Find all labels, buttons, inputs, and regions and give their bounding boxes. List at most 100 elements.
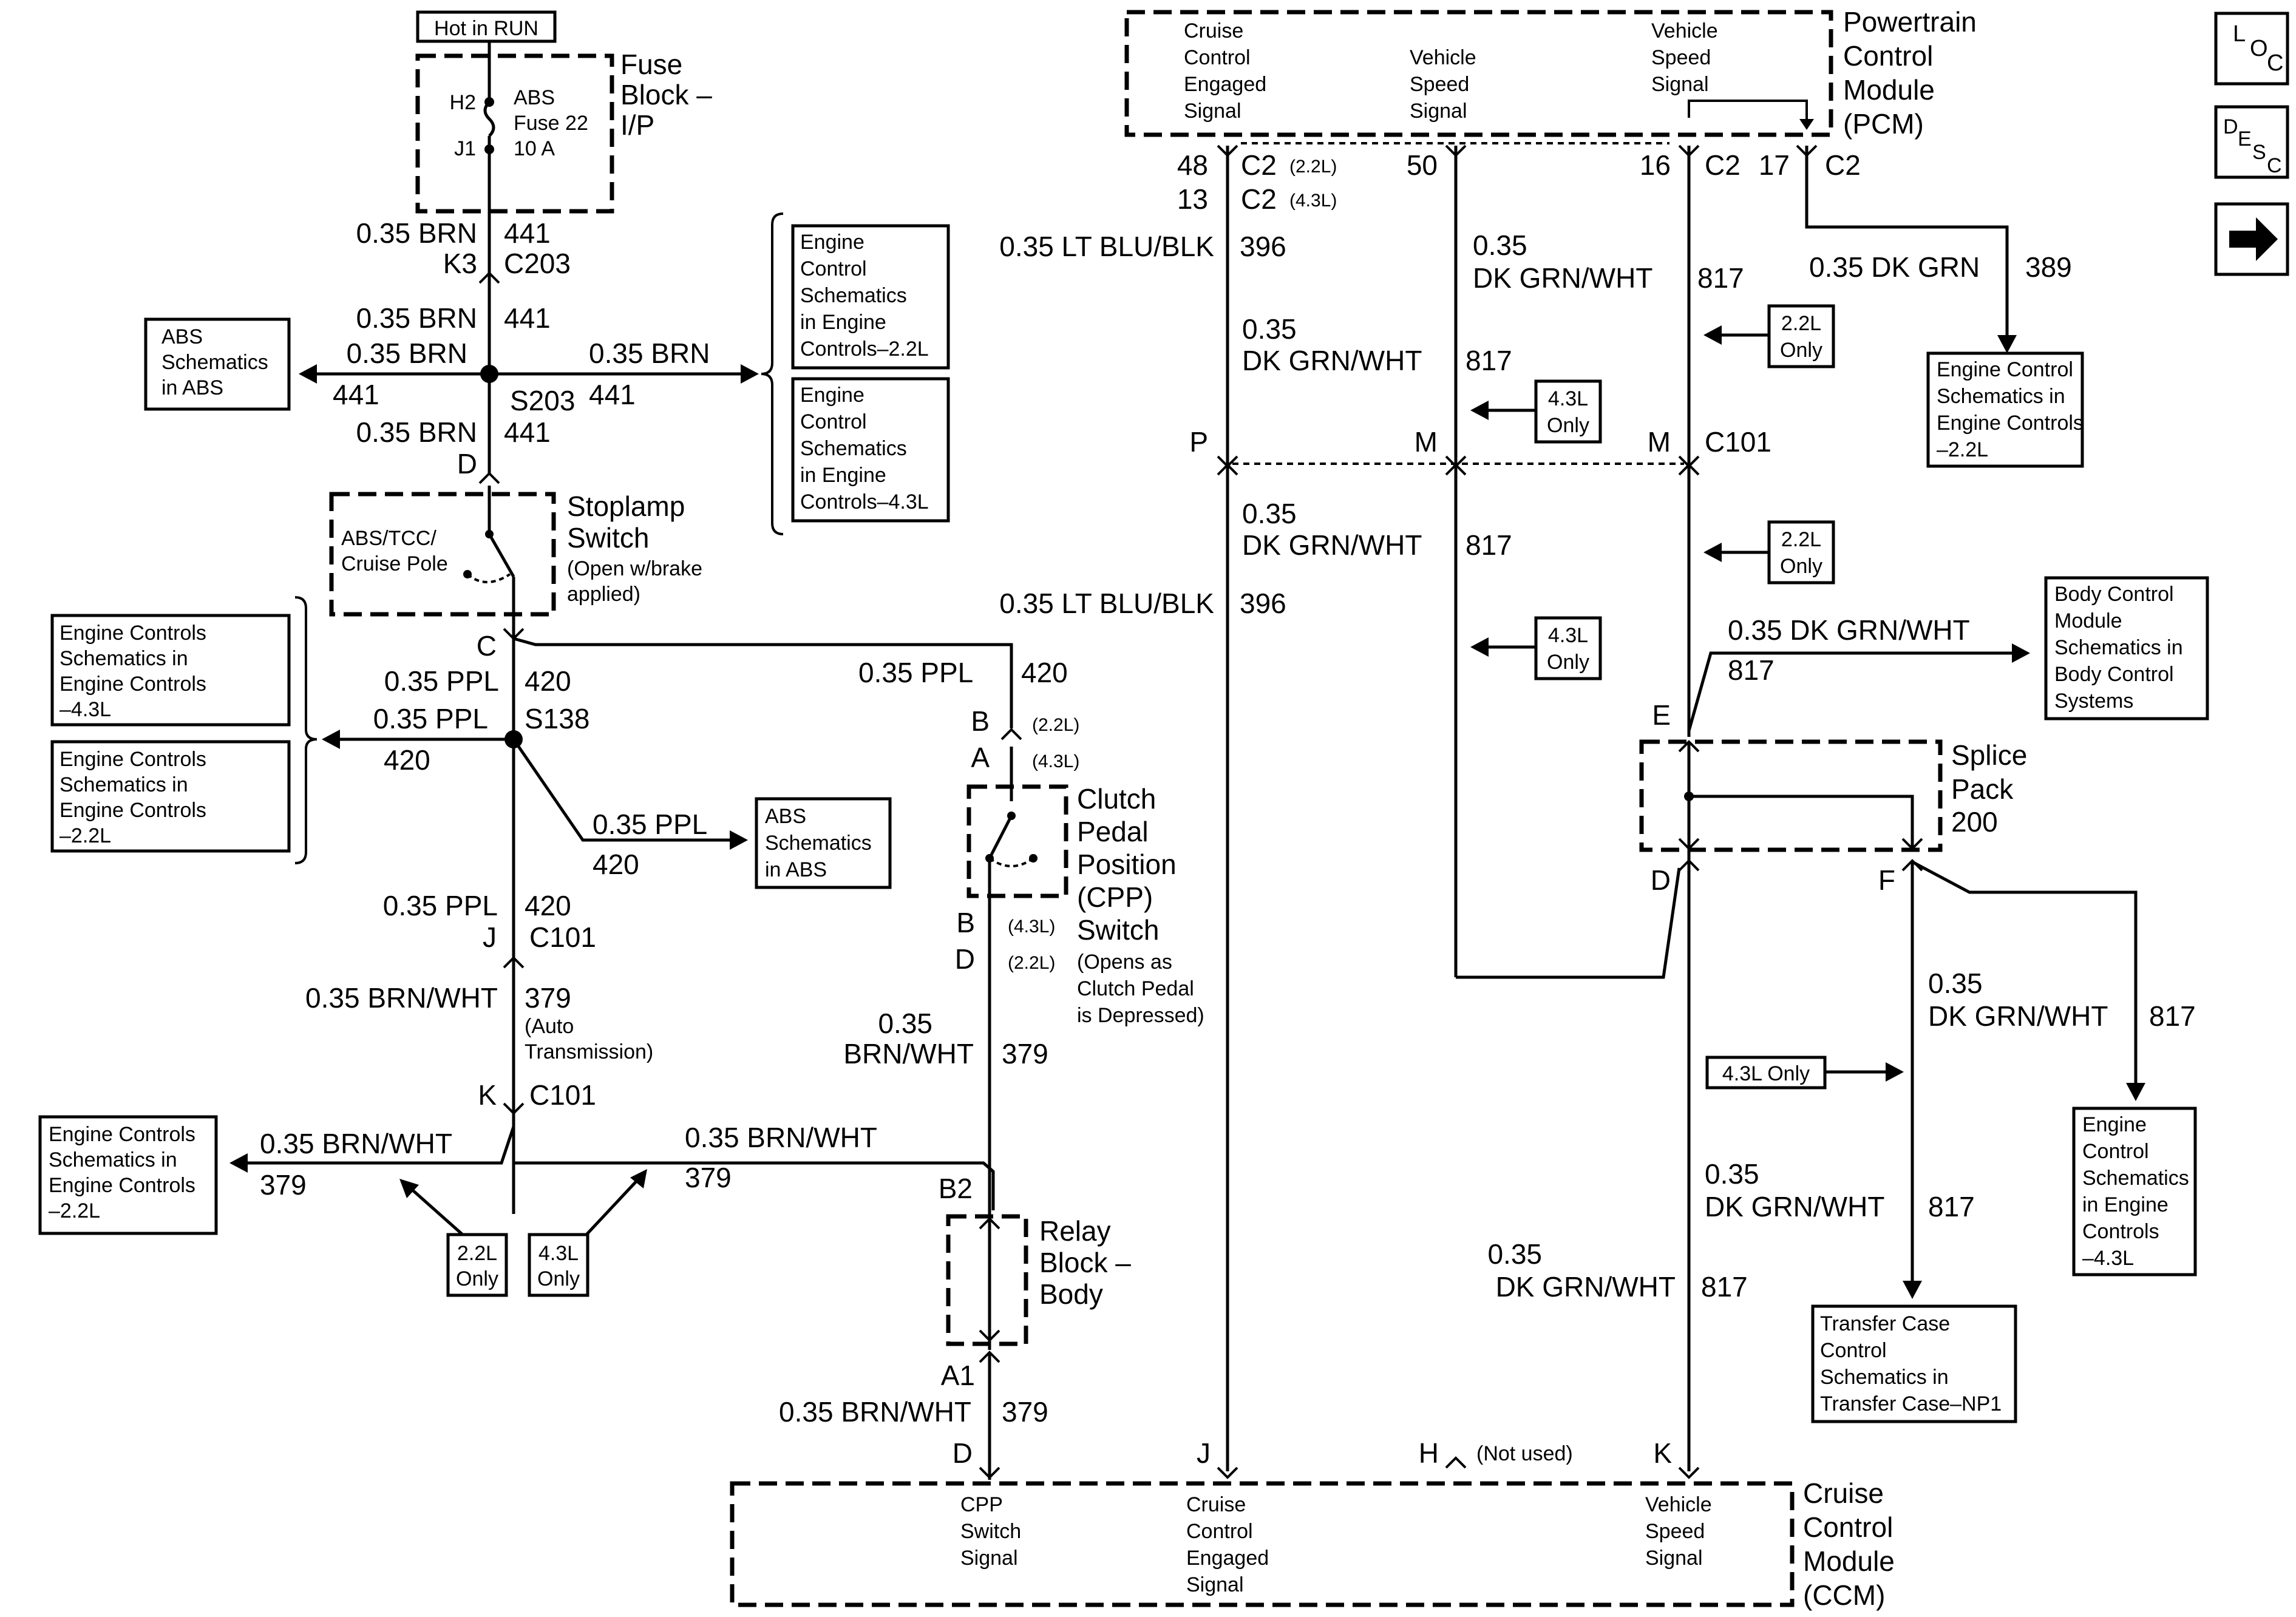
ref-text: Engine Controls	[49, 1174, 195, 1197]
connector-pin: B	[956, 907, 975, 938]
only-tag-text: 4.3L	[1548, 387, 1588, 410]
wire-label: DK GRN/WHT	[1242, 345, 1422, 376]
stoplamp-note: (Open w/brake	[567, 557, 702, 580]
only-tag-text: Only	[537, 1267, 580, 1290]
cpp-title: (CPP)	[1077, 881, 1153, 913]
connector-pin: P	[1189, 426, 1208, 458]
stoplamp-pole-text: ABS/TCC/	[341, 527, 436, 550]
pcm-pin: 16	[1640, 149, 1671, 181]
only-tag-text: 4.3L	[1548, 624, 1588, 647]
splice-label: S138	[525, 703, 589, 734]
desc-button[interactable]: D E S C	[2214, 105, 2289, 179]
circuit-label: 420	[1021, 657, 1068, 688]
only-tag-pointer	[585, 1176, 641, 1236]
ref-bcm	[2044, 576, 2209, 720]
wire-label: DK GRN/WHT	[1242, 529, 1422, 561]
wire-label: 0.35 PPL	[383, 890, 498, 921]
wire-label: 0.35	[1242, 313, 1297, 345]
circuit-label: 441	[589, 379, 636, 410]
ccm-signal-text: Cruise	[1186, 1493, 1246, 1516]
connector-chevron	[979, 1217, 1000, 1230]
arrow-down-transfer	[1903, 1281, 1922, 1299]
ref-text: Control	[1820, 1339, 1887, 1362]
ref-abs-mid	[755, 797, 892, 889]
circuit-label: 420	[384, 744, 430, 776]
ccm-signal-text: Signal	[1186, 1573, 1244, 1596]
brace-right	[761, 212, 784, 535]
ref-text: Schematics in	[49, 1148, 177, 1171]
connector-chevron	[1217, 463, 1238, 476]
only-tag-22	[1767, 304, 1835, 368]
wire-label: 0.35	[1487, 1238, 1542, 1270]
wire-label: 0.35 BRN	[589, 337, 710, 369]
circuit-label: 396	[1240, 231, 1286, 262]
ref-text: Schematics	[800, 284, 907, 307]
wire-label: 0.35 BRN	[356, 302, 477, 334]
only-tag-arrow	[1886, 1062, 1904, 1082]
wire-label: 0.35 PPL	[593, 808, 707, 840]
stoplamp-actuator	[466, 573, 511, 583]
connector-pin: A	[971, 742, 990, 773]
only-tag-text: 4.3L Only	[1722, 1062, 1810, 1085]
ref-text: Schematics	[161, 351, 268, 374]
pcm-signal-text: Signal	[1410, 100, 1467, 123]
desc-letter: D	[2223, 115, 2238, 138]
splice-title: Splice	[1951, 739, 2027, 771]
only-tag-43	[528, 1233, 589, 1297]
stoplamp-switch-outline	[329, 492, 556, 617]
fuse-block-title-3: I/P	[620, 109, 654, 141]
relay-title: Body	[1039, 1278, 1103, 1310]
wire-label: DK GRN/WHT	[1473, 262, 1652, 294]
only-tag-arrow	[1703, 543, 1722, 562]
ref-text: Transfer Case–NP1	[1820, 1392, 2002, 1415]
circuit-label: 817	[1466, 345, 1512, 376]
next-button[interactable]	[2214, 202, 2289, 276]
arrow-left-engine-bottom	[229, 1153, 248, 1173]
ref-text: in Engine	[800, 464, 886, 487]
circuit-label: 379	[525, 982, 571, 1014]
connector-chevron	[1678, 838, 1700, 850]
ccm-title: (CCM)	[1803, 1579, 1885, 1611]
ref-text: in ABS	[161, 376, 223, 399]
stoplamp-pole-text: Cruise Pole	[341, 552, 448, 575]
connector-chevron	[1445, 463, 1467, 476]
fuse-block-title-1: Fuse	[620, 49, 682, 80]
cpp-actuator	[988, 857, 1034, 867]
cpp-note: Clutch Pedal	[1077, 977, 1194, 1000]
wire-label: DK GRN/WHT	[1496, 1271, 1676, 1303]
ccm-signal-text: CPP	[960, 1493, 1003, 1516]
ccm-outline	[730, 1481, 1795, 1607]
pcm-connector: C2	[1705, 149, 1741, 181]
cpp-note: (Opens as	[1077, 951, 1172, 974]
cpp-switch-outline	[966, 784, 1068, 898]
hot-in-run-box	[416, 10, 557, 43]
fuse-text-3: 10 A	[514, 137, 555, 160]
circuit-label: 441	[504, 416, 551, 448]
connector-pin: B2	[939, 1173, 973, 1204]
pcm-pin: 17	[1759, 149, 1790, 181]
pcm-signal-text: Control	[1184, 46, 1251, 69]
ccm-signal-text: Control	[1186, 1520, 1253, 1543]
fuse-terminal-h2	[484, 97, 494, 107]
ref-text: Engine	[800, 384, 864, 407]
circuit-label: 420	[525, 890, 571, 921]
connector-pin: K3	[443, 248, 477, 279]
loc-button[interactable]: L O C	[2214, 12, 2289, 86]
wire-label: 0.35 PPL	[373, 703, 488, 734]
pcm-connector: C2	[1825, 149, 1861, 181]
splice-pack-outline	[1639, 739, 1943, 852]
only-tag-text: Only	[1780, 339, 1822, 362]
loc-letter: O	[2250, 36, 2268, 61]
circuit-label: 379	[1002, 1396, 1048, 1428]
ref-text: Control	[800, 257, 867, 280]
right-arrow-icon	[2229, 217, 2278, 261]
ref-text: Engine Controls	[59, 673, 206, 696]
wire-label: 0.35 BRN	[356, 416, 477, 448]
arrow-right-bcm	[2012, 643, 2030, 663]
pcm-outline	[1124, 10, 1833, 137]
pcm-connector: C2	[1241, 183, 1277, 215]
fuse-pin-h2: H2	[450, 91, 476, 114]
stoplamp-title: Stoplamp	[567, 490, 685, 522]
ref-text: Body Control	[2054, 663, 2174, 686]
relay-title: Relay	[1039, 1215, 1111, 1247]
